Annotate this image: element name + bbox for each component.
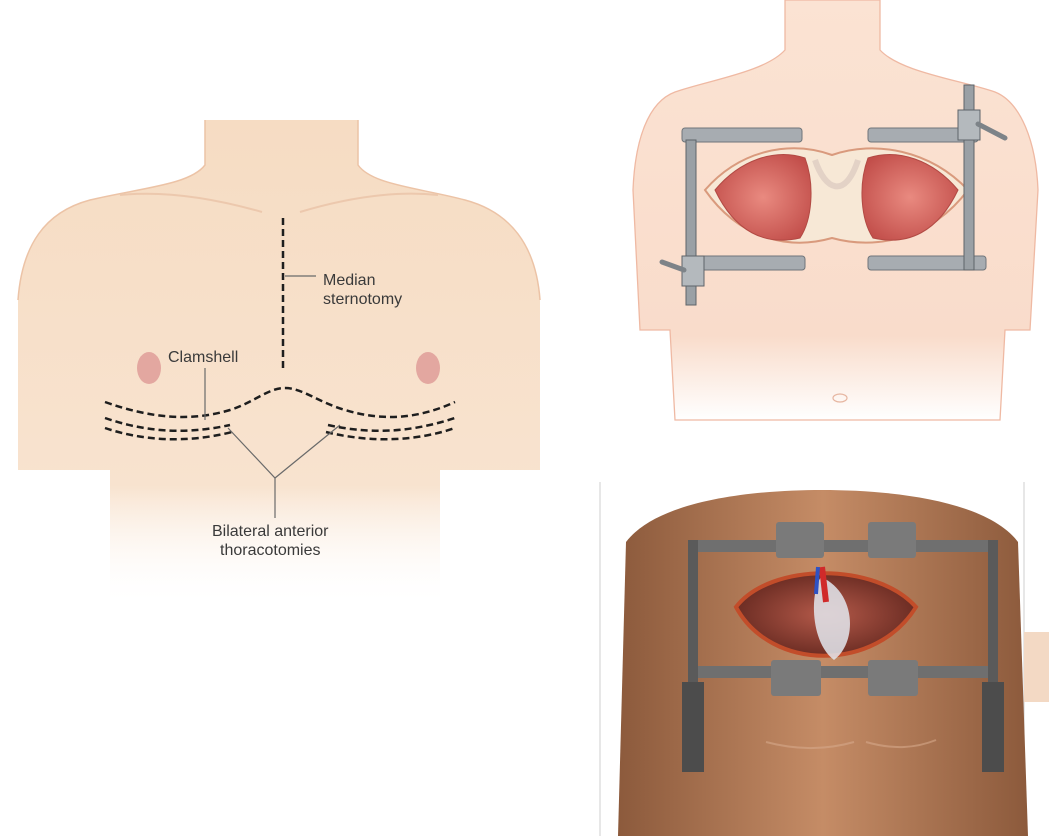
retractor-bottom-left-blade bbox=[695, 256, 805, 270]
retractor-bottom-bar bbox=[688, 666, 998, 678]
left-nipple bbox=[137, 352, 161, 384]
retractor-top-left-blade bbox=[682, 128, 802, 142]
bilateral-thoracotomies-label: Bilateral anterior thoracotomies bbox=[212, 522, 329, 560]
incision-diagram-panel: Median sternotomy Clamshell Bilateral an… bbox=[0, 0, 560, 836]
retractor-illustration-panel bbox=[600, 0, 1049, 430]
clamshell-retractor-render bbox=[596, 482, 1049, 836]
retractor-top-bar bbox=[688, 540, 998, 552]
clamshell-retractor-illustration bbox=[600, 0, 1049, 430]
median-sternotomy-label: Median sternotomy bbox=[323, 271, 402, 309]
right-nipple bbox=[416, 352, 440, 384]
clamshell-label: Clamshell bbox=[168, 348, 238, 367]
torso-illustration bbox=[0, 0, 560, 836]
retractor-render-panel bbox=[596, 482, 1049, 836]
